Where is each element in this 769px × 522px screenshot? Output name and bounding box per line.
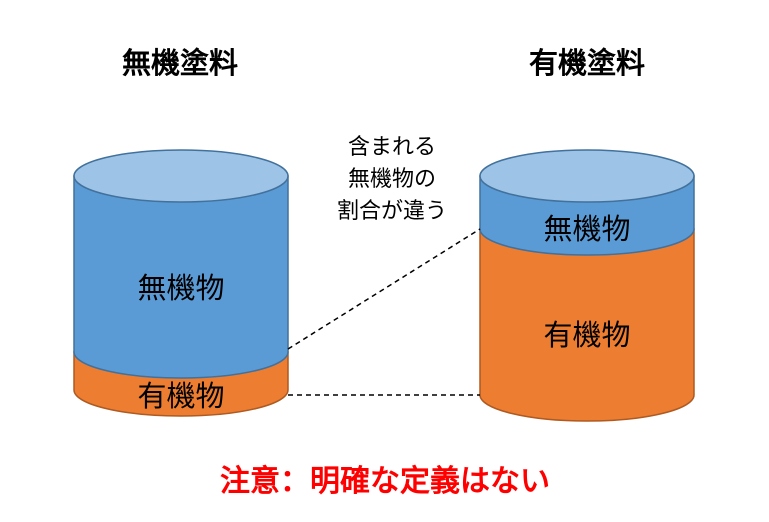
right-cylinder-title: 有機塗料 bbox=[529, 46, 645, 80]
right-inorganic-label: 無機物 bbox=[543, 212, 630, 246]
left-cylinder-top bbox=[73, 149, 289, 203]
note-text: 注意：明確な定義はない bbox=[220, 464, 550, 499]
annotation: 含まれる 無機物の 割合が違う bbox=[337, 135, 447, 224]
left-inorganic-label: 無機物 bbox=[137, 271, 224, 305]
right-cylinder-top bbox=[479, 149, 695, 203]
upper-dashed-connector bbox=[287, 228, 481, 350]
left-organic-label: 有機物 bbox=[137, 379, 224, 413]
right-organic-band bbox=[479, 228, 695, 422]
left-cylinder: 無機物 有機物 bbox=[73, 149, 289, 417]
right-organic-label: 有機物 bbox=[543, 318, 630, 352]
annotation-line-2: 無機物の bbox=[348, 167, 436, 192]
left-cylinder-title: 無機塗料 bbox=[122, 46, 238, 80]
annotation-line-1: 含まれる bbox=[348, 135, 436, 160]
left-inorganic-band bbox=[73, 175, 289, 379]
annotation-line-3: 割合が違う bbox=[337, 199, 447, 224]
right-cylinder: 無機物 有機物 bbox=[479, 149, 695, 422]
